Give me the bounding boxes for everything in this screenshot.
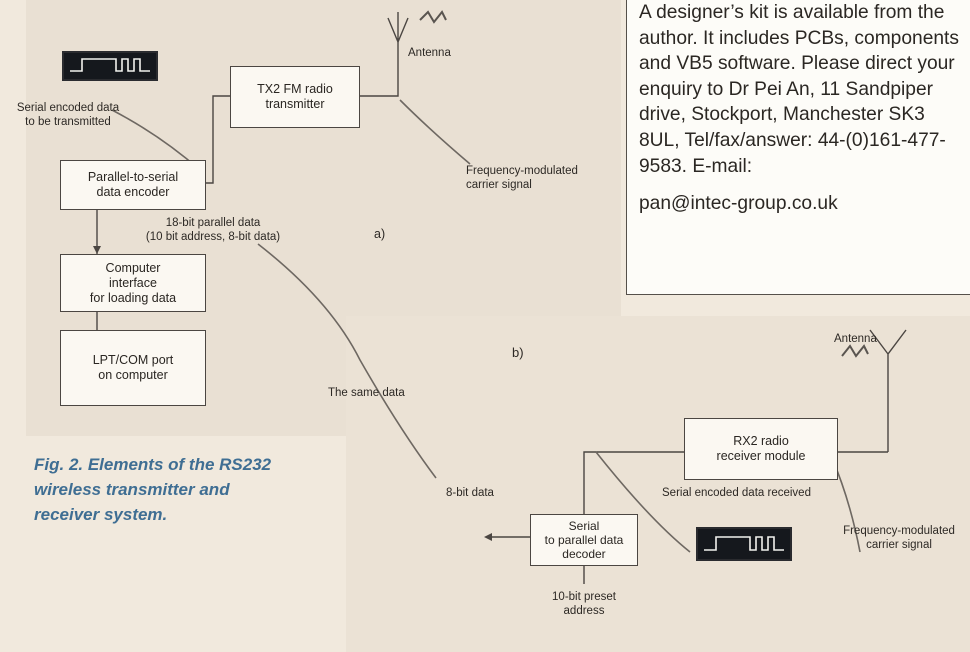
leader-same-data: [257, 243, 437, 479]
eight-bit-label: 8-bit data: [446, 487, 494, 499]
leader-serial-received: [595, 451, 691, 553]
info-body-text: A designer’s kit is available from the a…: [639, 2, 959, 177]
serial-received-label: Serial encoded data received: [662, 487, 811, 499]
antenna-a-icon: [387, 12, 409, 43]
oscilloscope-b-icon: [696, 527, 792, 561]
oscilloscope-a-icon: [62, 51, 158, 81]
arrow-decoder-output: [484, 533, 492, 541]
panel-b-tag: b): [512, 345, 524, 360]
preset-address-label: 10-bit preset address: [552, 591, 616, 617]
carrier-b-label: Frequency-modulated carrier signal: [843, 525, 955, 551]
leader-carrier-a: [399, 99, 471, 165]
info-email: pan@intec-group.co.uk: [639, 193, 838, 215]
wire-encoder-to-transmitter: [205, 95, 230, 184]
arrow-into-interface: [93, 246, 101, 254]
wire-receiver-to-decoder: [583, 451, 684, 514]
encoder-box: Parallel-to-serial data encoder: [60, 160, 206, 210]
panel-b-background: [346, 316, 970, 652]
port-box: LPT/COM port on computer: [60, 330, 206, 406]
parallel-data-label: 18-bit parallel data (10 bit address, 8-…: [145, 217, 281, 243]
interface-box: Computer interface for loading data: [60, 254, 206, 312]
wire-transmitter-to-antenna: [360, 42, 399, 97]
antenna-a-label: Antenna: [408, 47, 451, 59]
receiver-box: RX2 radio receiver module: [684, 418, 838, 480]
panel-a-tag: a): [374, 227, 386, 241]
decoder-box: Serial to parallel data decoder: [530, 514, 638, 566]
transmitter-box: TX2 FM radio transmitter: [230, 66, 360, 128]
carrier-a-label: Frequency-modulated carrier signal: [466, 165, 578, 191]
figure-caption: Fig. 2. Elements of the RS232 wireless t…: [34, 455, 272, 524]
antenna-b-label: Antenna: [834, 333, 877, 345]
radio-wave-a-icon: [419, 10, 447, 24]
serial-data-label: Serial encoded data to be transmitted: [16, 102, 120, 128]
radio-wave-b-icon: [841, 344, 869, 358]
same-data-label: The same data: [328, 387, 405, 399]
antenna-b-icon: [869, 329, 907, 452]
designer-kit-info-box: A designer’s kit is available from the a…: [626, 0, 970, 295]
